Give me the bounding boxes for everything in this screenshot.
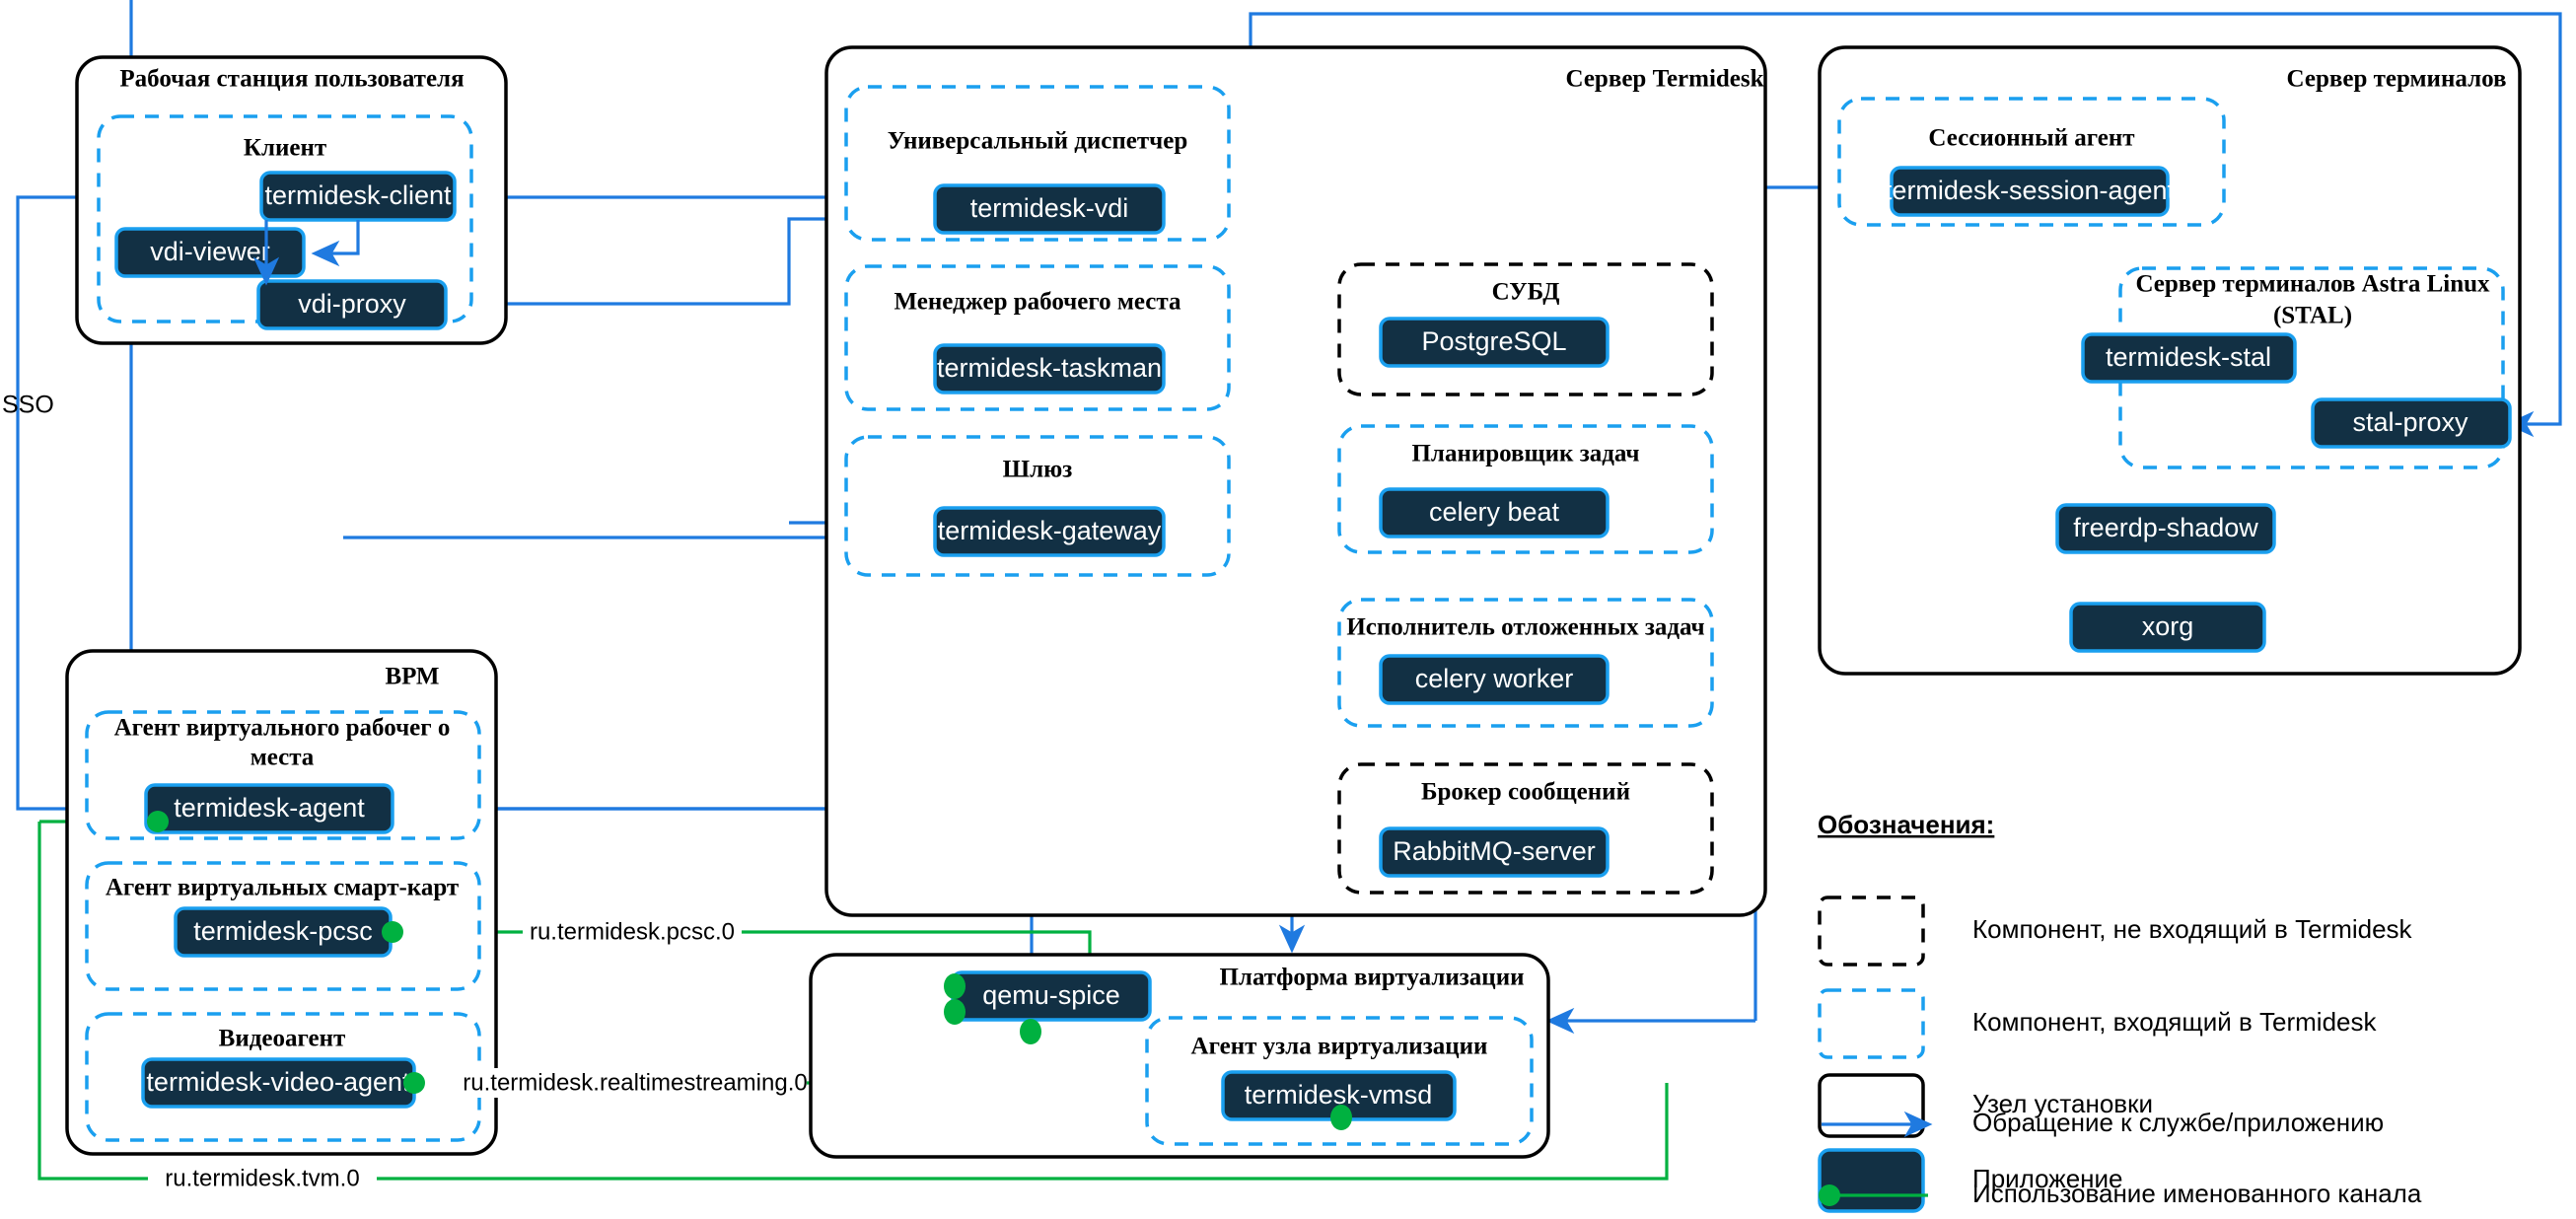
channel-dot-video (403, 1072, 425, 1094)
app-termidesk-stal-label: termidesk-stal (2106, 342, 2271, 372)
label-plate-pcsc (523, 917, 742, 947)
app-xorg-label: xorg (2142, 611, 2194, 641)
group-dbms-title: СУБД (1492, 279, 1560, 306)
group-dbms (1337, 262, 1714, 396)
legend-swatch-named-channel-dot (1819, 1184, 1840, 1206)
legend-title: Обозначения: (1818, 810, 1994, 839)
group-client-title: Клиент (244, 135, 326, 162)
channel-dot-pcsc (382, 921, 403, 943)
channel-dot-vmsd (1330, 1105, 1352, 1130)
app-termidesk-vmsd-label: termidesk-vmsd (1245, 1080, 1433, 1110)
app-celery-beat-box[interactable] (1379, 487, 1610, 538)
app-termidesk-video-agent-label: termidesk-video-agent (146, 1067, 410, 1097)
group-workspace-manager-title: Менеджер рабочего места (894, 289, 1181, 316)
app-vdi-viewer-label: vdi-viewer (150, 237, 270, 266)
group-video-agent-title: Видеоагент (219, 1026, 346, 1052)
channel-dot-qemu-2 (944, 999, 966, 1025)
group-universal-dispatcher-title: Универсальный диспетчер (888, 128, 1188, 155)
app-termidesk-session-agent-label: termidesk-session-agent (1885, 176, 2176, 205)
group-session-agent-title: Сессионный агент (1928, 125, 2134, 152)
legend-label-included-component: Компонент, входящий в Termidesk (1972, 1007, 2378, 1037)
app-celery-worker-box[interactable] (1379, 654, 1610, 705)
label-tvm-channel: ru.termidesk.tvm.0 (165, 1165, 359, 1191)
legend-swatch-install-node (1818, 1073, 1925, 1138)
group-universal-dispatcher (844, 85, 1231, 242)
group-smartcard-agent-title: Агент виртуальных смарт-карт (106, 875, 459, 901)
label-plate-tvm (148, 1164, 377, 1193)
channel-dot-qemu-3 (1020, 1019, 1041, 1044)
host-workstation-title: Рабочая станция пользователя (119, 66, 464, 93)
app-postgresql-label: PostgreSQL (1421, 326, 1566, 356)
app-termidesk-gateway-box[interactable] (933, 506, 1166, 557)
app-termidesk-vdi-box[interactable] (933, 183, 1166, 235)
host-vrm (65, 649, 498, 1156)
app-termidesk-taskman-box[interactable] (933, 343, 1166, 394)
app-termidesk-agent-box[interactable] (144, 783, 394, 834)
host-terminal-server-title: Сервер терминалов (2287, 66, 2507, 93)
app-termidesk-agent-label: termidesk-agent (174, 793, 365, 823)
group-stal-title: Сервер терминалов Astra Linux (2135, 271, 2490, 298)
app-freerdp-shadow-label: freerdp-shadow (2073, 513, 2258, 542)
group-vdi-agent (85, 710, 481, 840)
app-termidesk-client-label: termidesk-client (264, 180, 452, 210)
app-termidesk-pcsc-label: termidesk-pcsc (193, 916, 373, 946)
group-gateway-title: Шлюз (1003, 457, 1073, 483)
channel-dot-qemu-1 (944, 973, 966, 999)
host-vrm-title: ВРМ (385, 664, 439, 690)
group-task-scheduler (1337, 424, 1714, 554)
label-sso: SSO (2, 392, 54, 419)
app-qemu-spice-label: qemu-spice (982, 980, 1120, 1010)
app-vdi-proxy-label: vdi-proxy (298, 289, 406, 319)
group-stal-subtitle: (STAL) (2273, 303, 2352, 329)
app-postgresql-box[interactable] (1379, 317, 1610, 368)
app-vdi-proxy-box[interactable] (256, 279, 448, 330)
app-rabbitmq-server-box[interactable] (1379, 826, 1610, 878)
legend-label-excluded-component: Компонент, не входящий в Termidesk (1972, 914, 2413, 944)
label-pcsc-channel: ru.termidesk.pcsc.0 (530, 918, 735, 945)
group-workspace-manager (844, 264, 1231, 411)
label-realtimestreaming-channel: ru.termidesk.realtimestreaming.0 (463, 1069, 807, 1096)
host-virt-platform-title: Платформа виртуализации (1219, 965, 1524, 991)
app-termidesk-vdi-label: termidesk-vdi (970, 193, 1129, 223)
group-deferred-task-executor (1337, 598, 1714, 728)
app-xorg-box[interactable] (2069, 602, 2266, 653)
group-smartcard-agent (85, 861, 481, 991)
legend-swatch-included-component (1818, 988, 1925, 1059)
app-termidesk-taskman-label: termidesk-taskman (937, 353, 1162, 383)
app-stal-proxy-box[interactable] (2311, 397, 2512, 449)
app-celery-beat-label: celery beat (1429, 497, 1560, 527)
host-termidesk-server-title: Сервер Termidesk (1565, 66, 1763, 93)
legend-label-application: Приложение (1972, 1164, 2123, 1193)
group-gateway (844, 435, 1231, 577)
group-deferred-task-executor-title: Исполнитель отложенных задач (1346, 614, 1704, 641)
channel-dot-agent (147, 811, 169, 832)
group-vdi-agent-title: Агент виртуального рабочег о (114, 715, 451, 742)
label-plate-rts (464, 1068, 807, 1098)
app-freerdp-shadow-box[interactable] (2055, 503, 2276, 554)
app-termidesk-gateway-label: termidesk-gateway (938, 516, 1162, 545)
group-message-broker-title: Брокер сообщений (1421, 779, 1630, 806)
app-rabbitmq-server-label: RabbitMQ-server (1393, 836, 1596, 866)
legend-label-service-call: Обращение к службе/приложению (1972, 1108, 2384, 1137)
legend-label-named-channel: Использование именованного канала (1972, 1179, 2422, 1208)
app-stal-proxy-label: stal-proxy (2352, 407, 2469, 437)
app-termidesk-session-agent-box[interactable] (1890, 166, 2170, 217)
group-task-scheduler-title: Планировщик задач (1411, 441, 1639, 467)
legend-label-install-node: Узел установки (1972, 1089, 2153, 1118)
group-virt-node-agent-title: Агент узла виртуализации (1191, 1034, 1488, 1060)
group-message-broker (1337, 762, 1714, 895)
legend-swatch-excluded-component (1818, 896, 1925, 967)
group-vdi-agent-subtitle: места (250, 745, 315, 771)
app-termidesk-stal-box[interactable] (2081, 332, 2297, 384)
app-celery-worker-label: celery worker (1415, 664, 1574, 693)
